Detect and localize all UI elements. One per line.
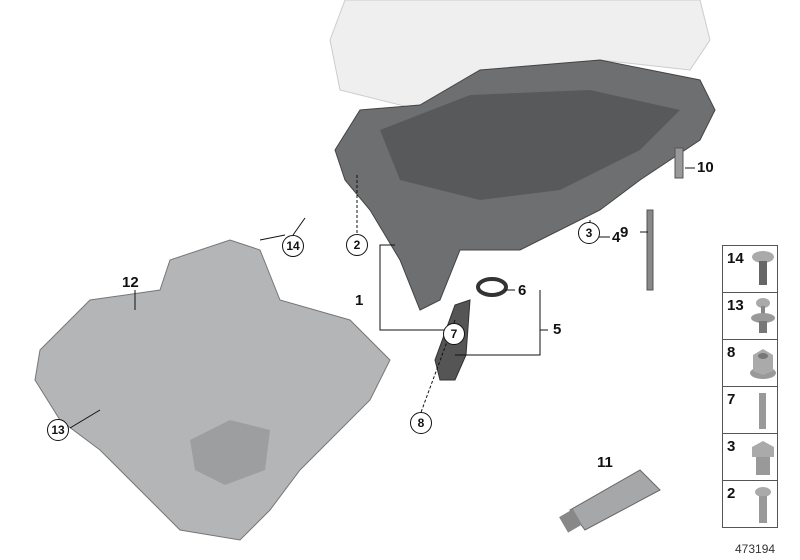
callout-2: 2 xyxy=(346,234,368,256)
callout-14: 14 xyxy=(282,235,304,257)
underbody-shield xyxy=(34,239,391,541)
legend-item-13: 13 xyxy=(722,292,778,339)
legend-item-7: 7 xyxy=(722,386,778,433)
engine-block xyxy=(329,0,711,111)
callout-4: 4 xyxy=(612,229,621,246)
callout-8: 8 xyxy=(410,412,432,434)
callout-9: 9 xyxy=(620,224,629,241)
callout-1: 1 xyxy=(355,292,364,309)
seal-ring xyxy=(476,277,508,297)
leader-lines xyxy=(69,167,695,429)
callout-13: 13 xyxy=(47,419,69,441)
legend-item-3: 3 xyxy=(722,433,778,480)
torx-bolt-icon xyxy=(755,487,771,523)
callout-12: 12 xyxy=(122,274,139,291)
callout-5: 5 xyxy=(553,321,562,338)
callout-10: 10 xyxy=(697,159,714,176)
hex-bolt-icon xyxy=(752,441,774,475)
hex-collar-nut-icon xyxy=(750,349,776,379)
legend-item-2: 2 xyxy=(722,480,778,528)
clip-rivet-icon xyxy=(752,251,774,285)
sealant-tube xyxy=(569,469,661,531)
diagram-id: 473194 xyxy=(735,542,776,556)
bolt-9 xyxy=(646,209,654,291)
legend-item-8: 8 xyxy=(722,339,778,386)
expanding-rivet-icon xyxy=(751,298,775,333)
part-10 xyxy=(674,147,684,179)
callout-6: 6 xyxy=(518,282,527,299)
callout-11: 11 xyxy=(597,454,613,471)
stud-bolt-icon xyxy=(759,393,766,429)
callout-3: 3 xyxy=(578,222,600,244)
legend-item-14: 14 xyxy=(722,245,778,292)
fastener-legend: 14 13 8 7 3 2 xyxy=(722,245,778,528)
callout-7: 7 xyxy=(443,323,465,345)
